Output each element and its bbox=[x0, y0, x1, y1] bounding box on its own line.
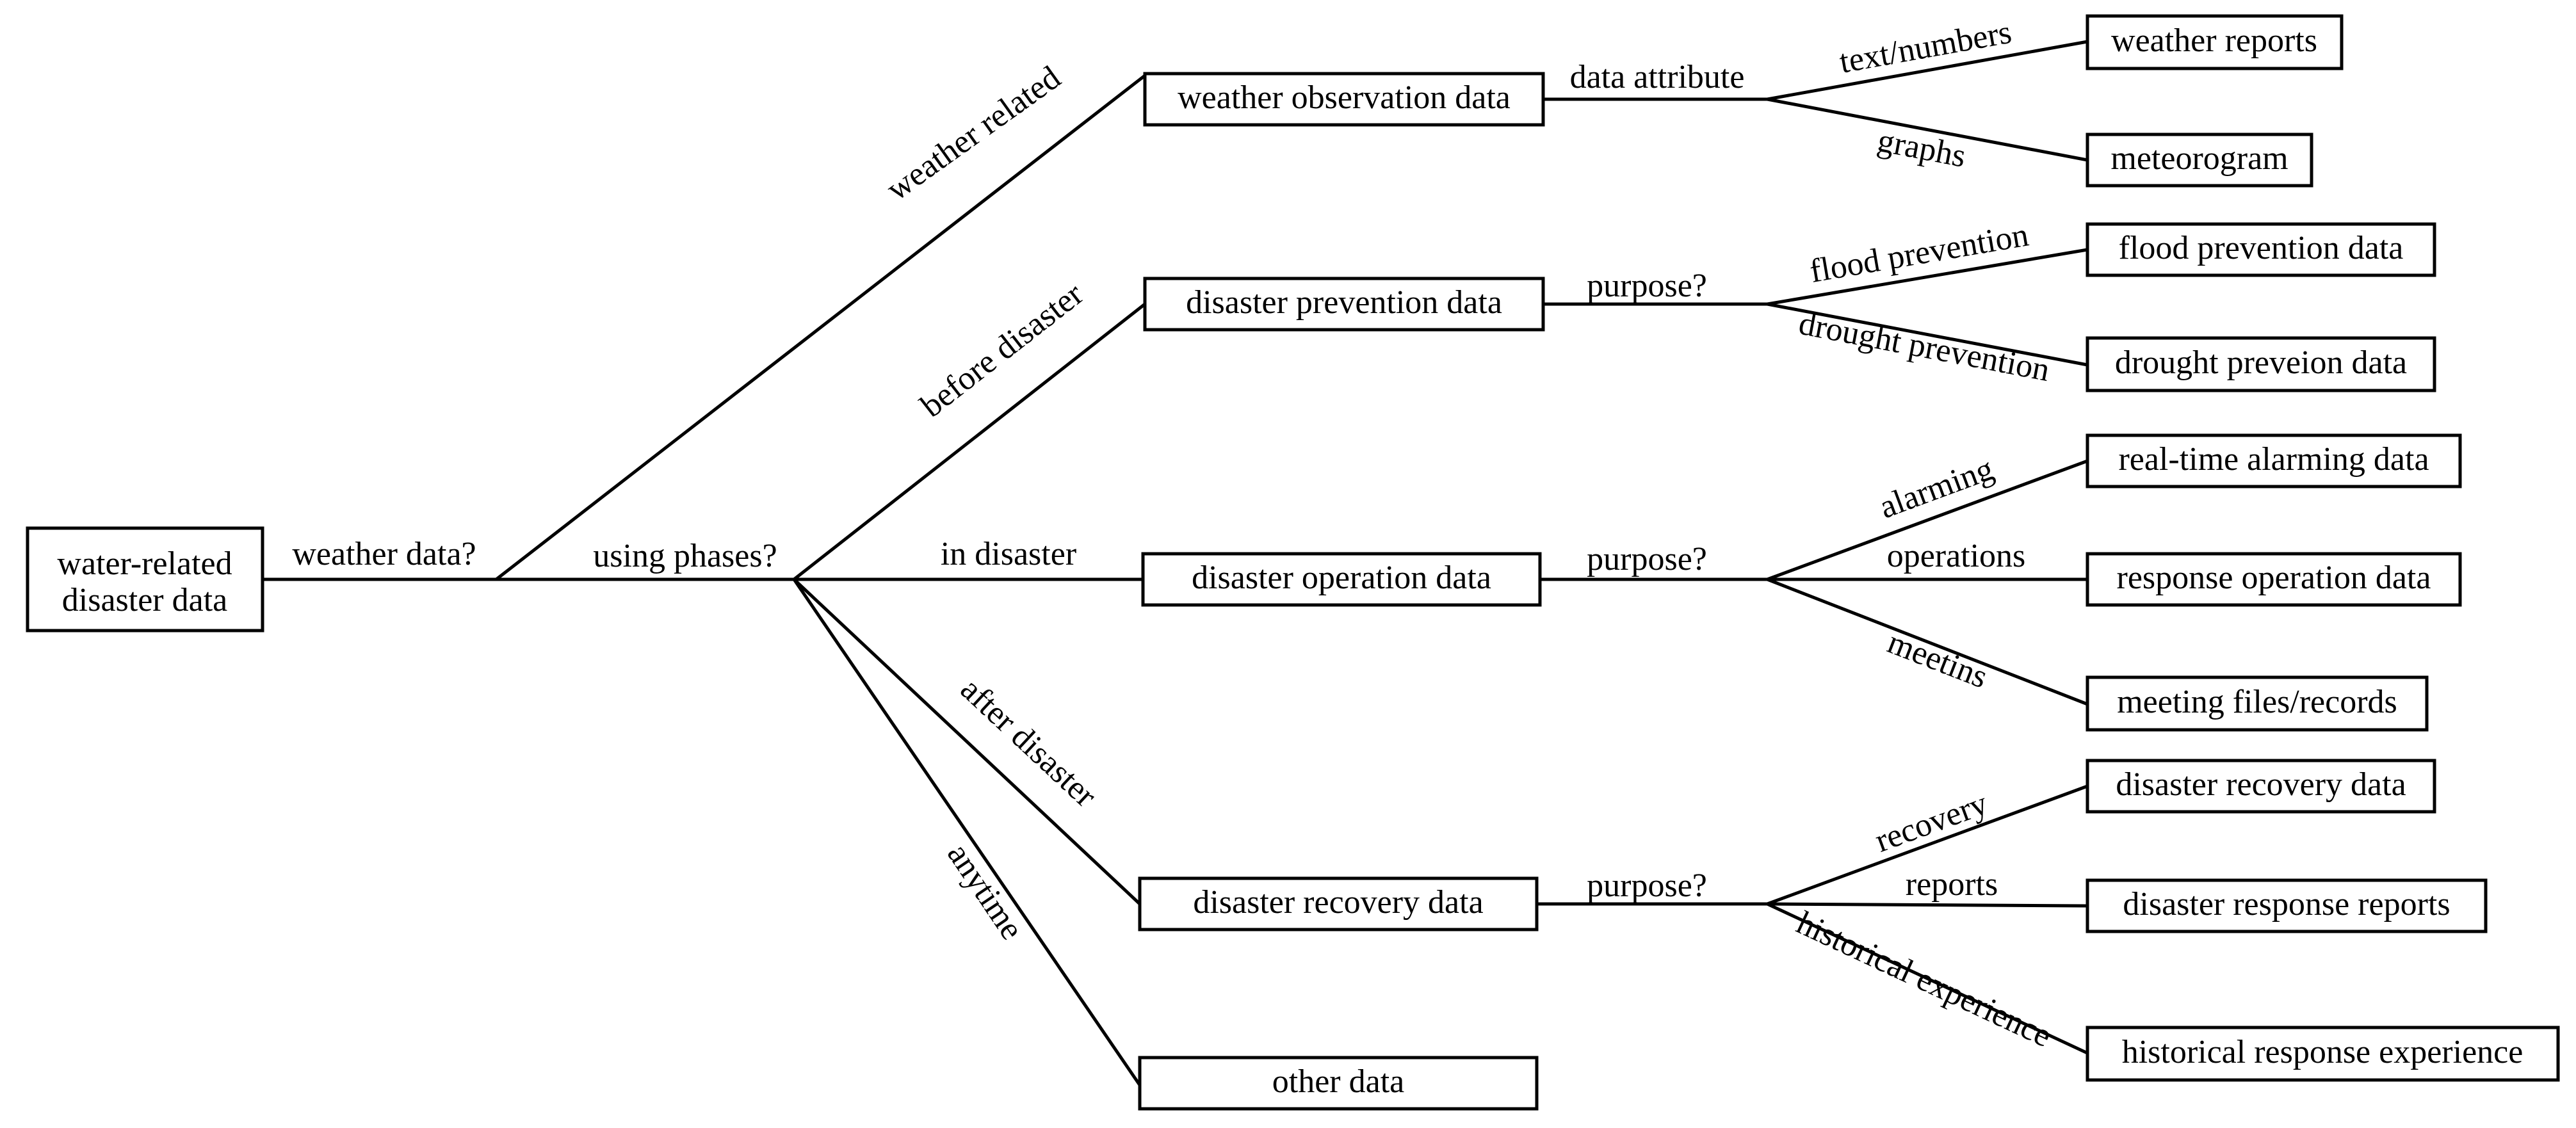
node-other-data-label: other data bbox=[1272, 1063, 1404, 1100]
node-flood-prevention-box bbox=[2086, 222, 2436, 277]
node-historical-response-box bbox=[2086, 1026, 2560, 1082]
edge-historical-experience bbox=[1765, 902, 2089, 1055]
edge-recovery bbox=[1765, 784, 2089, 906]
edge-label-purpose-recovery: purpose? bbox=[1587, 867, 1707, 904]
edge-label-purpose-prevention: purpose? bbox=[1587, 268, 1707, 304]
edge-after-disaster bbox=[792, 577, 1142, 906]
node-weather-observation: weather observation data bbox=[1143, 72, 1545, 127]
node-disaster-operation: disaster operation data bbox=[1141, 552, 1542, 607]
node-drought-prevention-box bbox=[2086, 336, 2436, 392]
node-real-time-alarming-box bbox=[2086, 433, 2462, 488]
edge-label-weather-related: weather related bbox=[880, 60, 1067, 208]
edge-drought-prevention bbox=[1765, 302, 2089, 367]
node-disaster-prevention: disaster prevention data bbox=[1143, 277, 1545, 332]
node-response-operation-box bbox=[2086, 552, 2462, 607]
node-weather-reports: weather reports bbox=[2086, 14, 2344, 70]
edge-label-historical-experience: historical experience bbox=[1791, 905, 2057, 1054]
edge-text-numbers bbox=[1765, 40, 2089, 101]
edge-anytime bbox=[792, 577, 1142, 1087]
edge-alarming bbox=[1765, 459, 2089, 581]
node-disaster-recovery: disaster recovery data bbox=[1138, 876, 1539, 931]
edge-label-graphs: graphs bbox=[1875, 122, 1969, 175]
node-meeting-files-label: meeting files/records bbox=[2117, 684, 2397, 720]
node-historical-response: historical response experience bbox=[2086, 1026, 2560, 1082]
node-disaster-recovery-leaf-box bbox=[2086, 759, 2436, 814]
edge-before-disaster bbox=[792, 302, 1147, 581]
edge-label-alarming: alarming bbox=[1875, 451, 1998, 526]
edge-meetins bbox=[1765, 577, 2089, 706]
edge-graphs bbox=[1765, 97, 2089, 162]
node-other-data-box bbox=[1138, 1056, 1539, 1111]
node-disaster-prevention-label: disaster prevention data bbox=[1186, 284, 1502, 321]
edge-label-data-attribute: data attribute bbox=[1570, 59, 1745, 95]
edge-label-meetins: meetins bbox=[1883, 624, 1992, 696]
node-root-line2: disaster data bbox=[62, 582, 227, 618]
node-historical-response-label: historical response experience bbox=[2122, 1034, 2523, 1070]
node-disaster-recovery-label: disaster recovery data bbox=[1193, 884, 1483, 921]
node-weather-reports-label: weather reports bbox=[2111, 22, 2317, 59]
node-root-box bbox=[26, 526, 264, 632]
edge-label-using-phases: using phases? bbox=[593, 538, 777, 574]
node-response-operation: response operation data bbox=[2086, 552, 2462, 607]
edge-label-after-disaster: after disaster bbox=[953, 671, 1103, 814]
edge-label-recovery: recovery bbox=[1870, 785, 1992, 859]
node-meteorogram-label: meteorogram bbox=[2110, 140, 2288, 177]
node-real-time-alarming: real-time alarming data bbox=[2086, 433, 2462, 488]
node-disaster-response-reports-label: disaster response reports bbox=[2123, 886, 2450, 923]
node-drought-prevention-label: drought preveion data bbox=[2115, 344, 2407, 381]
node-weather-observation-label: weather observation data bbox=[1178, 79, 1511, 116]
node-disaster-recovery-box bbox=[1138, 876, 1539, 931]
node-meteorogram: meteorogram bbox=[2086, 133, 2313, 188]
node-root-line1: water-related bbox=[57, 545, 232, 582]
node-drought-prevention: drought preveion data bbox=[2086, 336, 2436, 392]
edge-weather-related bbox=[494, 74, 1147, 581]
node-disaster-recovery-leaf-label: disaster recovery data bbox=[2116, 766, 2406, 803]
node-other-data: other data bbox=[1138, 1056, 1539, 1111]
node-meeting-files: meeting files/records bbox=[2086, 675, 2429, 732]
node-real-time-alarming-label: real-time alarming data bbox=[2118, 441, 2429, 478]
edge-label-drought-prevention: drought prevention bbox=[1796, 305, 2053, 389]
edge-label-anytime: anytime bbox=[940, 837, 1030, 946]
node-meteorogram-box bbox=[2086, 133, 2313, 188]
node-weather-observation-box bbox=[1143, 72, 1545, 127]
edge-label-before-disaster: before disaster bbox=[914, 276, 1090, 424]
node-flood-prevention-label: flood prevention data bbox=[2119, 230, 2404, 266]
node-disaster-recovery-leaf: disaster recovery data bbox=[2086, 759, 2436, 814]
node-weather-reports-box bbox=[2086, 14, 2344, 70]
node-disaster-response-reports-box bbox=[2086, 878, 2488, 933]
node-flood-prevention: flood prevention data bbox=[2086, 222, 2436, 277]
node-disaster-operation-box bbox=[1141, 552, 1542, 607]
edge-reports bbox=[1765, 902, 2089, 908]
edge-label-reports: reports bbox=[1906, 866, 1998, 903]
node-disaster-operation-label: disaster operation data bbox=[1192, 560, 1491, 596]
node-meeting-files-box bbox=[2086, 675, 2429, 732]
edge-label-operations: operations bbox=[1887, 538, 2026, 574]
edge-label-in-disaster: in disaster bbox=[941, 536, 1076, 572]
node-response-operation-label: response operation data bbox=[2117, 560, 2431, 596]
node-root: water-related disaster data bbox=[26, 526, 264, 632]
node-disaster-response-reports: disaster response reports bbox=[2086, 878, 2488, 933]
node-disaster-prevention-box bbox=[1143, 277, 1545, 332]
edge-label-purpose-operation: purpose? bbox=[1587, 541, 1707, 577]
edge-label-weather-data: weather data? bbox=[292, 536, 476, 572]
edge-flood-prevention bbox=[1765, 248, 2089, 306]
